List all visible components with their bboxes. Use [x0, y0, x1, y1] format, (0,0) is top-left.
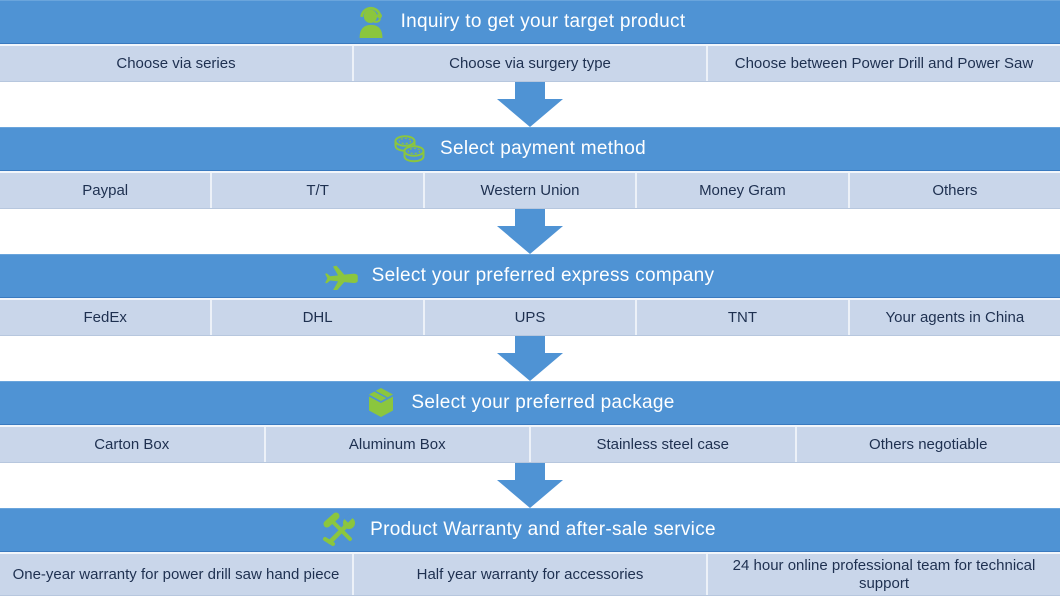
header-inner: Select payment method [390, 130, 646, 168]
section-title: Select payment method [440, 138, 646, 159]
header-inner: Select your preferred package [361, 384, 674, 422]
option-cell: Choose between Power Drill and Power Saw [706, 46, 1060, 81]
section-header-express: Select your preferred express company [0, 254, 1060, 298]
option-cell: UPS [422, 300, 635, 335]
support-agent-icon [351, 3, 391, 41]
airplane-icon [322, 257, 362, 295]
option-cell: T/T [210, 173, 422, 208]
option-cell: FedEx [83, 308, 127, 326]
section-header-payment: Select payment method [0, 127, 1060, 171]
option-cell: Stainless steel case [529, 427, 795, 462]
option-cell: Others negotiable [794, 427, 1060, 462]
down-arrow-icon [497, 82, 563, 127]
down-arrow-icon [497, 463, 563, 508]
option-cell: One-year warranty for power drill saw ha… [12, 565, 340, 583]
options-row-warranty: One-year warranty for power drill saw ha… [0, 552, 1060, 596]
options-row-package: Carton Box Aluminum Box Stainless steel … [0, 425, 1060, 463]
section-header-warranty: Product Warranty and after-sale service [0, 508, 1060, 552]
option-cell: Your agents in China [847, 300, 1060, 335]
options-row-inquiry: Choose via series Choose via surgery typ… [0, 44, 1060, 82]
down-arrow-icon [497, 209, 563, 254]
option-cell: Money Gram [635, 173, 847, 208]
coins-icon [390, 130, 430, 168]
option-cell: Choose via surgery type [352, 46, 706, 81]
flow-connector [0, 82, 1060, 127]
flow-connector [0, 209, 1060, 254]
options-row-express: FedEx DHL UPS TNT Your agents in China [0, 298, 1060, 336]
options-row-payment: Paypal T/T Western Union Money Gram Othe… [0, 171, 1060, 209]
down-arrow-icon [497, 336, 563, 381]
option-cell: Paypal [82, 181, 129, 199]
option-cell: Western Union [422, 173, 635, 208]
option-cell: Half year warranty for accessories [352, 554, 706, 595]
option-cell: TNT [635, 300, 847, 335]
section-header-inquiry: Inquiry to get your target product [0, 0, 1060, 44]
option-cell: DHL [210, 300, 422, 335]
option-cell: Aluminum Box [263, 427, 530, 462]
section-title: Select your preferred express company [371, 265, 715, 286]
option-cell: Choose via series [116, 54, 236, 72]
section-title: Product Warranty and after-sale service [370, 519, 716, 540]
header-inner: Product Warranty and after-sale service [320, 511, 716, 549]
package-box-icon [361, 384, 401, 422]
option-cell: Others [847, 173, 1060, 208]
tools-icon [320, 511, 360, 549]
option-cell: 24 hour online professional team for tec… [706, 554, 1060, 595]
flow-connector [0, 463, 1060, 508]
flow-connector [0, 336, 1060, 381]
section-title: Inquiry to get your target product [400, 11, 686, 32]
header-inner: Select your preferred express company [322, 257, 715, 295]
section-header-package: Select your preferred package [0, 381, 1060, 425]
header-inner: Inquiry to get your target product [351, 3, 686, 41]
section-title: Select your preferred package [411, 392, 675, 413]
option-cell: Carton Box [94, 435, 170, 453]
